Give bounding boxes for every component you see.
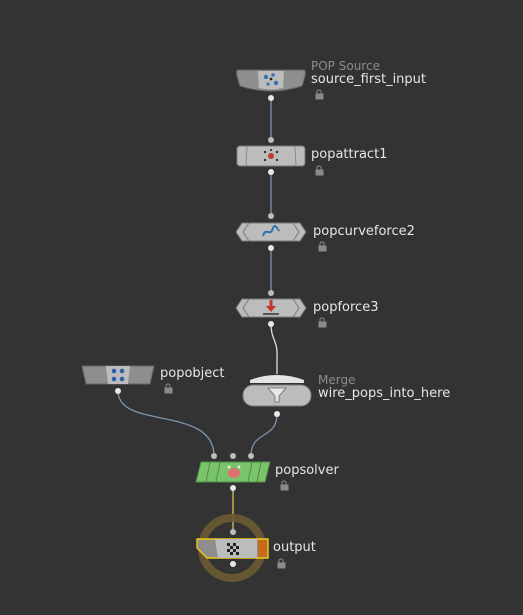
display-flag[interactable] <box>258 540 267 557</box>
node-name-label[interactable]: output <box>273 540 316 555</box>
node-name-label[interactable]: source_first_input <box>311 72 427 87</box>
node-type-label: POP Source <box>311 59 380 73</box>
wires <box>117 98 278 532</box>
attract-input-connector[interactable] <box>268 137 274 143</box>
node-name-label[interactable]: popforce3 <box>313 300 379 315</box>
node-type-label: Merge <box>318 373 356 387</box>
curveforce-input-connector[interactable] <box>268 213 274 219</box>
node-name-label[interactable]: popcurveforce2 <box>313 224 415 239</box>
node-source[interactable] <box>236 69 306 92</box>
force-output-connector[interactable] <box>268 321 274 327</box>
output-checker-icon <box>227 543 239 555</box>
wire-force-merge[interactable] <box>270 323 278 374</box>
lock-icon[interactable] <box>277 558 286 569</box>
node-solver[interactable] <box>195 461 271 483</box>
force-input-connector[interactable] <box>268 290 274 296</box>
lock-icon[interactable] <box>315 165 324 176</box>
solver-input-connector-2[interactable] <box>230 453 236 459</box>
lock-icon[interactable] <box>318 241 327 252</box>
node-popobject[interactable] <box>81 365 155 385</box>
pop-object-icon <box>111 368 125 382</box>
node-name-label[interactable]: wire_pops_into_here <box>318 386 451 401</box>
node-merge[interactable] <box>242 375 312 407</box>
node-name-label[interactable]: popobject <box>160 366 225 381</box>
popobject-output-connector[interactable] <box>115 388 121 394</box>
pop-source-icon <box>263 73 279 86</box>
wire-merge-solver[interactable] <box>250 413 278 457</box>
curve-force-icon <box>262 225 280 237</box>
pop-attract-icon <box>263 148 279 162</box>
solver-input-connector-1[interactable] <box>211 453 217 459</box>
merge-funnel-icon <box>267 387 287 403</box>
node-name-label[interactable]: popsolver <box>275 463 339 478</box>
node-attract[interactable] <box>236 145 306 167</box>
merge-output-connector[interactable] <box>274 411 280 417</box>
lock-icon[interactable] <box>164 383 173 394</box>
solver-output-connector[interactable] <box>230 485 236 491</box>
wire-popobject-solver[interactable] <box>117 390 215 457</box>
attract-output-connector[interactable] <box>268 169 274 175</box>
lock-icon[interactable] <box>315 89 324 100</box>
node-name-label[interactable]: popattract1 <box>311 147 388 162</box>
lock-icon[interactable] <box>318 317 327 328</box>
node-force[interactable] <box>235 298 307 318</box>
output-input-connector[interactable] <box>230 529 236 535</box>
force-arrow-icon <box>263 300 279 315</box>
node-output[interactable] <box>196 538 269 559</box>
solver-input-connector-3[interactable] <box>248 453 254 459</box>
lock-icon[interactable] <box>280 480 289 491</box>
output-output-connector[interactable] <box>230 561 236 567</box>
pop-solver-icon <box>227 465 241 478</box>
source-output-connector[interactable] <box>268 95 274 101</box>
curveforce-output-connector[interactable] <box>268 245 274 251</box>
node-curveforce[interactable] <box>235 222 307 242</box>
